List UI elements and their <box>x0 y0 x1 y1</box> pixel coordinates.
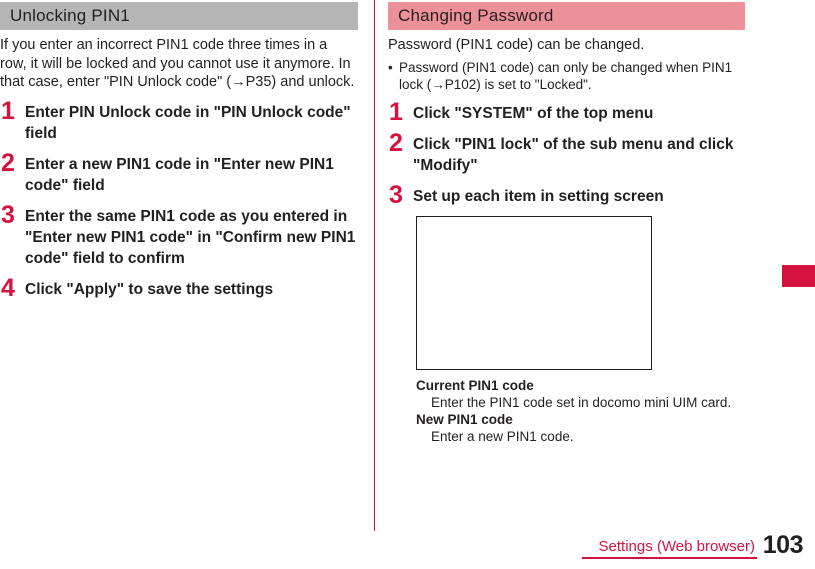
step-text: Click "PIN1 lock" of the sub menu and cl… <box>413 135 734 174</box>
definition-entry: Current PIN1 code Enter the PIN1 code se… <box>416 377 736 411</box>
step-item: 4 Click "Apply" to save the settings <box>0 273 358 302</box>
step-item: 2 Enter a new PIN1 code in "Enter new PI… <box>0 148 358 196</box>
field-definition-list: Current PIN1 code Enter the PIN1 code se… <box>416 377 736 445</box>
definition-entry: New PIN1 code Enter a new PIN1 code. <box>416 411 736 445</box>
setting-screen-figure <box>416 215 652 370</box>
footer-chapter-title: Settings (Web browser) <box>598 538 755 555</box>
right-intro-paragraph: Password (PIN1 code) can be changed. <box>388 37 645 53</box>
page-footer: Settings (Web browser) 103 <box>0 529 815 569</box>
right-section-header: Changing Password <box>388 2 745 30</box>
step-text: Set up each item in setting screen <box>413 187 664 205</box>
step-number: 4 <box>1 273 15 302</box>
note-bullet-text: Password (PIN1 code) can only be changed… <box>399 59 733 92</box>
column-divider <box>374 0 375 531</box>
step-item: 1 Click "SYSTEM" of the top menu <box>388 97 745 126</box>
step-text: Enter a new PIN1 code in "Enter new PIN1… <box>25 155 334 194</box>
step-number: 3 <box>389 180 403 209</box>
step-text: Click "Apply" to save the settings <box>25 280 274 298</box>
left-intro-paragraph: If you enter an incorrect PIN1 code thre… <box>0 37 355 90</box>
step-number: 2 <box>1 148 15 177</box>
step-text: Enter the same PIN1 code as you entered … <box>25 207 356 267</box>
step-item: 1 Enter PIN Unlock code in "PIN Unlock c… <box>0 96 358 144</box>
step-item: 3 Enter the same PIN1 code as you entere… <box>0 200 358 269</box>
step-item: 2 Click "PIN1 lock" of the sub menu and … <box>388 128 745 176</box>
right-step-list: 1 Click "SYSTEM" of the top menu 2 Click… <box>388 97 745 209</box>
left-step-list: 1 Enter PIN Unlock code in "PIN Unlock c… <box>0 96 358 302</box>
footer-rule <box>582 557 757 559</box>
note-bullet-item: • Password (PIN1 code) can only be chang… <box>388 59 740 93</box>
left-section-header: Unlocking PIN1 <box>0 2 358 30</box>
step-text: Click "SYSTEM" of the top menu <box>413 104 654 122</box>
definition-term: New PIN1 code <box>416 411 513 427</box>
bullet-dot-icon: • <box>388 59 393 75</box>
step-number: 1 <box>389 97 403 126</box>
left-section-title: Unlocking PIN1 <box>10 6 130 25</box>
right-column: Changing Password Password (PIN1 code) c… <box>388 0 745 445</box>
definition-term: Current PIN1 code <box>416 377 534 393</box>
definition-description: Enter the PIN1 code set in docomo mini U… <box>431 394 732 410</box>
left-column: Unlocking PIN1 If you enter an incorrect… <box>0 0 358 309</box>
step-number: 3 <box>1 200 15 229</box>
step-number: 2 <box>389 128 403 157</box>
page-number: 103 <box>762 531 804 559</box>
step-item: 3 Set up each item in setting screen <box>388 180 745 209</box>
edge-tab-marker <box>782 265 815 287</box>
step-number: 1 <box>1 96 15 125</box>
step-text: Enter PIN Unlock code in "PIN Unlock cod… <box>25 103 351 142</box>
definition-description: Enter a new PIN1 code. <box>431 428 574 444</box>
right-section-title: Changing Password <box>398 6 554 25</box>
